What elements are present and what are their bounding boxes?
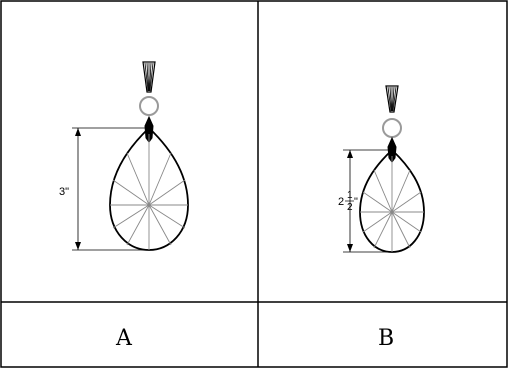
cap-icon (385, 85, 399, 113)
pendant-a (109, 61, 189, 251)
panel-a: 3" A (59, 61, 189, 351)
svg-text:2: 2 (347, 202, 353, 213)
panel-b: 2 1 2 " B (338, 85, 425, 351)
ring-icon (139, 96, 159, 116)
panel-label-b: B (378, 326, 394, 351)
dimension-label-b: 2 1 2 " (338, 190, 358, 213)
svg-text:1: 1 (347, 190, 353, 201)
svg-text:2: 2 (338, 196, 344, 208)
pendant-b (359, 85, 425, 253)
ring-icon (382, 118, 402, 138)
dimension-label-a: 3" (59, 186, 69, 198)
panel-label-a: A (115, 326, 133, 351)
svg-text:": " (354, 196, 358, 208)
dimension-line-a (72, 127, 148, 251)
cap-icon (142, 61, 156, 93)
teardrop-facets (110, 134, 188, 250)
teardrop-facets (360, 156, 424, 252)
